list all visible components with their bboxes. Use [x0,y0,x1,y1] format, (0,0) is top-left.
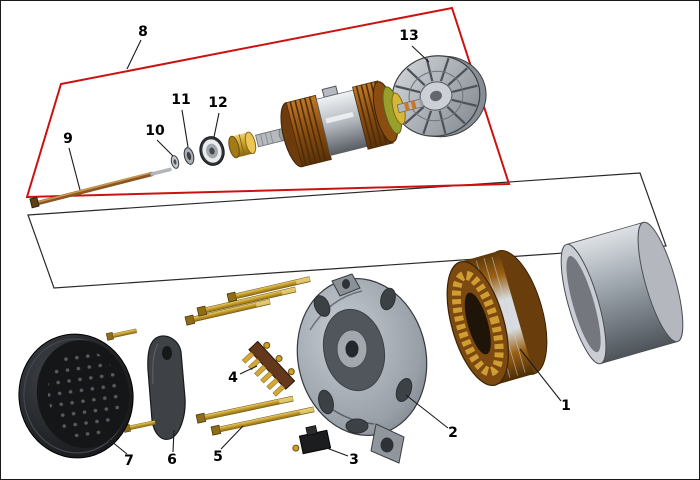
callout-13: 13 [399,28,418,44]
leader-line-8 [126,39,142,70]
callout-8: 8 [138,24,148,40]
shaft-bore [345,340,359,358]
callout-4: 4 [228,370,238,386]
leader-line-10 [156,139,174,157]
through-bolts [184,276,315,436]
leader-line-11 [181,109,189,148]
bolt [196,286,297,317]
spacer-sleeve [228,131,257,159]
leader-line-7 [105,436,128,455]
stator-winding-slots [451,270,504,377]
callout-5: 5 [213,449,223,465]
rotor-shaft [29,167,172,209]
leader-line-5 [220,425,244,450]
leader-line-12 [213,112,220,138]
washer-large [183,147,195,165]
bolt [184,298,271,326]
bolt [210,406,315,436]
outer-cylindrical-cover [560,221,684,365]
rotor-group-highlight-outline [25,6,511,199]
callout-2: 2 [448,425,458,441]
leader-lines [68,39,562,457]
slip-ring [403,102,410,111]
callout-6: 6 [167,452,177,468]
callout-10: 10 [145,123,165,139]
rear-cover [18,333,134,459]
bolt [226,276,311,303]
leader-line-13 [411,45,430,63]
slip-ring [410,100,417,110]
leader-line-9 [68,147,81,191]
callout-11: 11 [171,92,190,108]
callout-12: 12 [208,95,227,111]
brush-holder [292,425,332,455]
rotor [280,80,424,168]
screw [105,328,137,341]
callout-3: 3 [349,452,359,468]
callout-7: 7 [124,453,134,469]
washer-small [170,155,180,169]
leader-line-2 [405,394,449,429]
cooling-fan [391,55,487,138]
bolt [195,395,294,424]
drive-end-housing [296,273,428,464]
ball-bearing [199,136,225,166]
callout-1: 1 [561,398,571,414]
stator [446,250,548,387]
leader-line-4 [239,365,258,375]
rear-bracket-plate [147,335,186,440]
rectifier-assembly [241,340,296,397]
leader-line-1 [519,348,562,402]
leader-line-6 [172,429,175,453]
cover-vent-holes [47,349,121,439]
assembly-plane-outline [27,172,667,289]
callout-labels: 1 2 3 4 5 6 7 8 9 10 11 12 13 [63,24,571,469]
callout-9: 9 [63,131,73,147]
leader-line-3 [323,446,349,457]
